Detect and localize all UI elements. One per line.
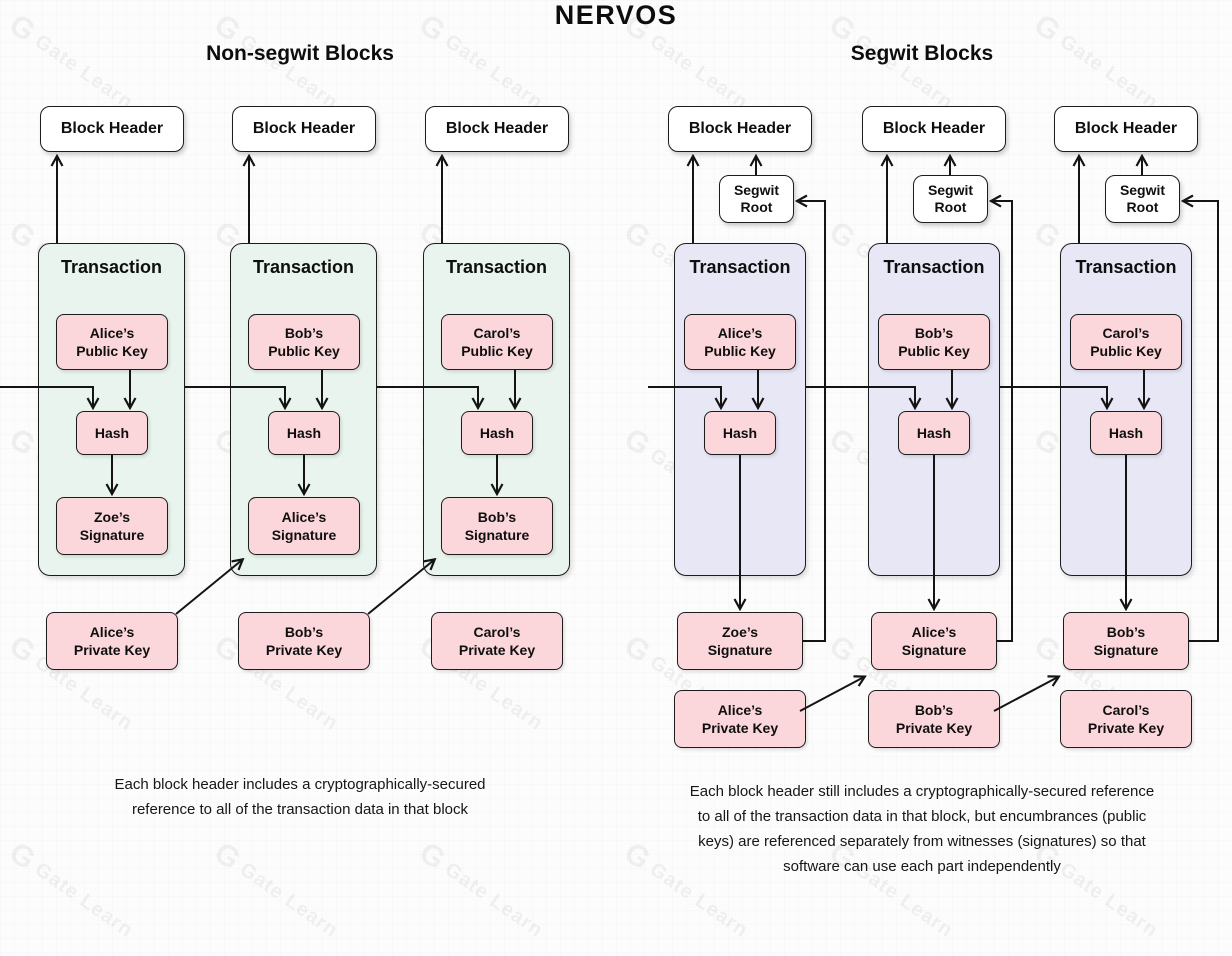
gate-logo-icon: G bbox=[413, 836, 452, 877]
arrow-privkey-to-signature bbox=[993, 677, 1058, 712]
caption-line: software can use each part independently bbox=[783, 858, 1061, 875]
public-key-box: Alice’s Public Key bbox=[56, 314, 168, 370]
signature-box: Bob’s Signature bbox=[1063, 612, 1189, 670]
block-header-box: Block Header bbox=[862, 106, 1006, 152]
signature-box: Alice’s Signature bbox=[248, 497, 360, 555]
signature-box: Zoe’s Signature bbox=[677, 612, 803, 670]
nervos-logo: NERVOS bbox=[554, 0, 678, 30]
caption-line: Each block header still includes a crypt… bbox=[689, 783, 1155, 800]
transaction-label: Transaction bbox=[445, 257, 548, 277]
public-key-box: Bob’s Public Key bbox=[248, 314, 360, 370]
transaction-label: Transaction bbox=[883, 257, 985, 277]
hash-box: Hash bbox=[704, 411, 776, 455]
segwit-root-box: Segwit Root bbox=[913, 175, 988, 223]
left-caption: Each block header includes a cryptograph… bbox=[70, 772, 530, 822]
caption-line: keys) are referenced separately from wit… bbox=[698, 833, 1146, 850]
signature-box: Alice’s Signature bbox=[871, 612, 997, 670]
caption-line: to all of the transaction data in that b… bbox=[697, 808, 1147, 825]
gate-logo-icon: G bbox=[823, 215, 862, 256]
transaction-label: Transaction bbox=[252, 257, 355, 277]
gate-logo-icon: G bbox=[618, 422, 657, 463]
public-key-box: Alice’s Public Key bbox=[684, 314, 796, 370]
caption-line: Each block header includes a cryptograph… bbox=[114, 776, 486, 793]
left-title: Non-segwit Blocks bbox=[206, 42, 394, 65]
transaction-box: Transaction bbox=[1060, 243, 1192, 576]
block-header-box: Block Header bbox=[232, 106, 376, 152]
private-key-box: Alice’s Private Key bbox=[46, 612, 178, 670]
gate-logo-icon: G bbox=[3, 422, 42, 463]
private-key-box: Carol’s Private Key bbox=[431, 612, 563, 670]
public-key-box: Carol’s Public Key bbox=[1070, 314, 1182, 370]
public-key-box: Carol’s Public Key bbox=[441, 314, 553, 370]
hash-box: Hash bbox=[898, 411, 970, 455]
gate-logo-icon: G bbox=[208, 836, 247, 877]
watermark-text: Gate Learn bbox=[441, 857, 548, 942]
gate-logo-icon: G bbox=[3, 836, 42, 877]
block-header-box: Block Header bbox=[425, 106, 569, 152]
hash-box: Hash bbox=[76, 411, 148, 455]
hash-box: Hash bbox=[268, 411, 340, 455]
caption-line: reference to all of the transaction data… bbox=[131, 801, 469, 818]
segwit-root-box: Segwit Root bbox=[719, 175, 794, 223]
right-title: Segwit Blocks bbox=[850, 42, 994, 65]
hash-box: Hash bbox=[1090, 411, 1162, 455]
gate-logo-icon: G bbox=[618, 629, 657, 670]
right-caption: Each block header still includes a crypt… bbox=[640, 779, 1204, 879]
private-key-box: Alice’s Private Key bbox=[674, 690, 806, 748]
block-header-box: Block Header bbox=[1054, 106, 1198, 152]
private-key-box: Bob’s Private Key bbox=[868, 690, 1000, 748]
private-key-box: Bob’s Private Key bbox=[238, 612, 370, 670]
transaction-box: Transaction bbox=[674, 243, 806, 576]
transaction-label: Transaction bbox=[1075, 257, 1177, 277]
public-key-box: Bob’s Public Key bbox=[878, 314, 990, 370]
block-header-box: Block Header bbox=[668, 106, 812, 152]
segwit-root-box: Segwit Root bbox=[1105, 175, 1180, 223]
transaction-label: Transaction bbox=[60, 257, 163, 277]
hash-box: Hash bbox=[461, 411, 533, 455]
gate-logo-icon: G bbox=[823, 629, 862, 670]
signature-box: Bob’s Signature bbox=[441, 497, 553, 555]
transaction-label: Transaction bbox=[689, 257, 791, 277]
transaction-box: Transaction bbox=[868, 243, 1000, 576]
private-key-box: Carol’s Private Key bbox=[1060, 690, 1192, 748]
watermark-text: Gate Learn bbox=[31, 857, 138, 942]
gate-logo-icon: G bbox=[3, 215, 42, 256]
signature-box: Zoe’s Signature bbox=[56, 497, 168, 555]
arrow-privkey-to-signature bbox=[799, 677, 864, 712]
gate-logo-icon: G bbox=[618, 215, 657, 256]
gate-logo-icon: G bbox=[1028, 629, 1067, 670]
watermark-text: Gate Learn bbox=[236, 857, 343, 942]
gate-logo-icon: G bbox=[3, 629, 42, 670]
gate-logo-icon: G bbox=[823, 422, 862, 463]
block-header-box: Block Header bbox=[40, 106, 184, 152]
